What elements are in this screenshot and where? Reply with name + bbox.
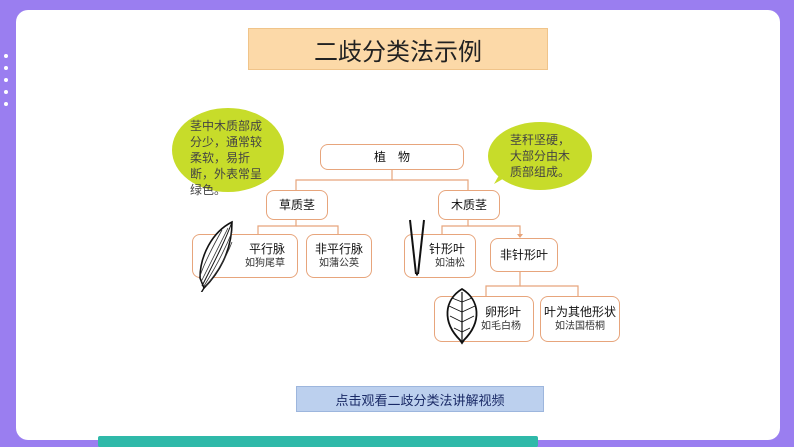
accent-bar — [98, 436, 538, 447]
woody-description-bubble: 茎秆坚硬，大部分由木质部组成。 — [488, 122, 592, 190]
woody-description-text: 茎秆坚硬，大部分由木质部组成。 — [510, 133, 571, 179]
needle-leaf-icon — [409, 219, 425, 276]
node-other-leaf-shape: 叶为其他形状 如法国梧桐 — [540, 296, 620, 342]
node-non-needle-leaf: 非针形叶 — [490, 238, 558, 272]
watch-video-button[interactable]: 点击观看二歧分类法讲解视频 — [296, 386, 544, 412]
slide-title: 二歧分类法示例 — [248, 28, 548, 70]
node-non-parallel-veins: 非平行脉 如蒲公英 — [306, 234, 372, 278]
ovate-leaf-icon — [446, 287, 478, 345]
herbaceous-description-bubble: 茎中木质部成分少，通常较柔软，易折断，外表常呈绿色。 — [172, 108, 284, 197]
node-herbaceous-stem: 草质茎 — [266, 190, 328, 220]
herbaceous-description-text: 茎中木质部成分少，通常较柔软，易折断，外表常呈绿色。 — [190, 119, 263, 197]
node-plant: 植 物 — [320, 144, 464, 170]
slide-canvas — [16, 10, 780, 440]
parallel-vein-leaf-icon — [199, 220, 233, 292]
side-dots — [4, 54, 8, 114]
node-woody-stem: 木质茎 — [438, 190, 500, 220]
